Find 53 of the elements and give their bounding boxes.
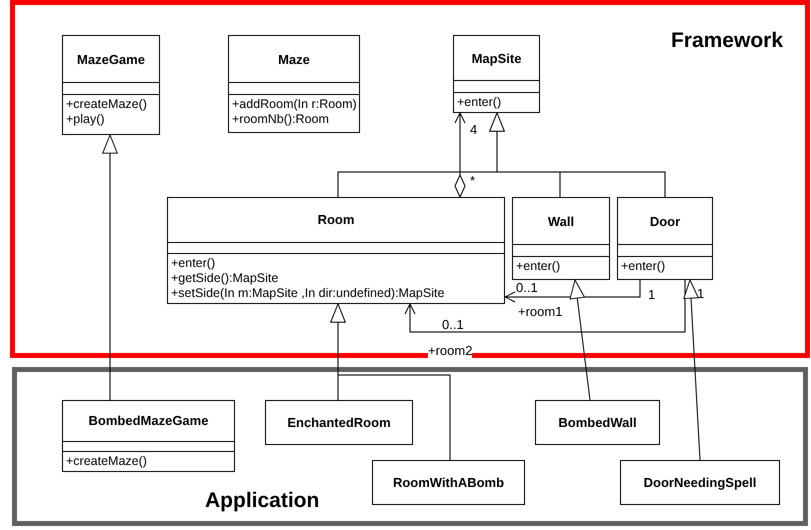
class-box xyxy=(617,197,713,280)
association-arrow xyxy=(504,280,640,302)
class-box xyxy=(372,460,525,505)
association-arrow xyxy=(404,280,686,332)
multiplicity-label: * xyxy=(470,174,476,188)
class-name: DoorNeedingSpell xyxy=(644,475,756,490)
class-box xyxy=(228,35,360,133)
class-box xyxy=(167,197,505,304)
class-name: Wall xyxy=(548,214,574,228)
class-box xyxy=(62,400,235,472)
edge-label: +room2 xyxy=(428,344,472,358)
class-box xyxy=(265,400,413,445)
class-name: Room xyxy=(318,212,354,228)
package-title: Application xyxy=(205,489,320,513)
multiplicity-label: 1 xyxy=(697,287,704,301)
edge-label: 4 xyxy=(470,123,478,137)
operation-text: +play() xyxy=(66,112,105,127)
operation-text: +getSide():MapSite xyxy=(171,271,278,286)
class-name: RoomWithABomb xyxy=(392,475,504,490)
class-name: MazeGame xyxy=(77,52,145,66)
package-frame xyxy=(10,0,810,358)
generalization-arrow xyxy=(102,134,118,400)
package-frame xyxy=(12,367,808,526)
operation-text: +roomNb():Room xyxy=(232,112,329,127)
class-name: EnchantedRoom xyxy=(287,415,391,430)
class-name: Maze xyxy=(278,52,310,66)
operation-text: +setSide(In m:MapSite ,In dir:undefined):MapSite xyxy=(171,286,444,301)
operation-text: +enter() xyxy=(171,256,216,271)
class-box xyxy=(453,35,540,113)
generalization-arrow xyxy=(683,280,700,460)
multiplicity-label: 0..1 xyxy=(442,318,464,332)
operation-text: +enter() xyxy=(621,259,666,274)
class-name: BombedWall xyxy=(558,415,637,430)
class-box xyxy=(535,400,660,445)
generalization-arrow xyxy=(330,304,450,460)
operation-text: +addRoom(In r:Room) xyxy=(232,97,357,112)
class-box xyxy=(620,460,780,505)
edge-label: +room1 xyxy=(518,305,562,319)
class-name: MapSite xyxy=(472,50,522,66)
operation-text: +createMaze() xyxy=(66,454,147,469)
multiplicity-label: 0..1 xyxy=(516,281,538,295)
generalization-arrow xyxy=(489,112,666,198)
class-box xyxy=(512,197,610,280)
class-name: BombedMazeGame xyxy=(88,413,208,428)
operation-text: +enter() xyxy=(516,259,560,274)
multiplicity-label: 1 xyxy=(648,288,656,302)
operation-text: +createMaze() xyxy=(66,97,147,112)
association-arrow xyxy=(454,112,466,198)
class-name: Door xyxy=(650,214,680,228)
class-box xyxy=(62,35,160,135)
generalization-arrow xyxy=(570,280,590,400)
operation-text: +enter() xyxy=(457,95,502,110)
package-title: Framework xyxy=(670,29,783,53)
